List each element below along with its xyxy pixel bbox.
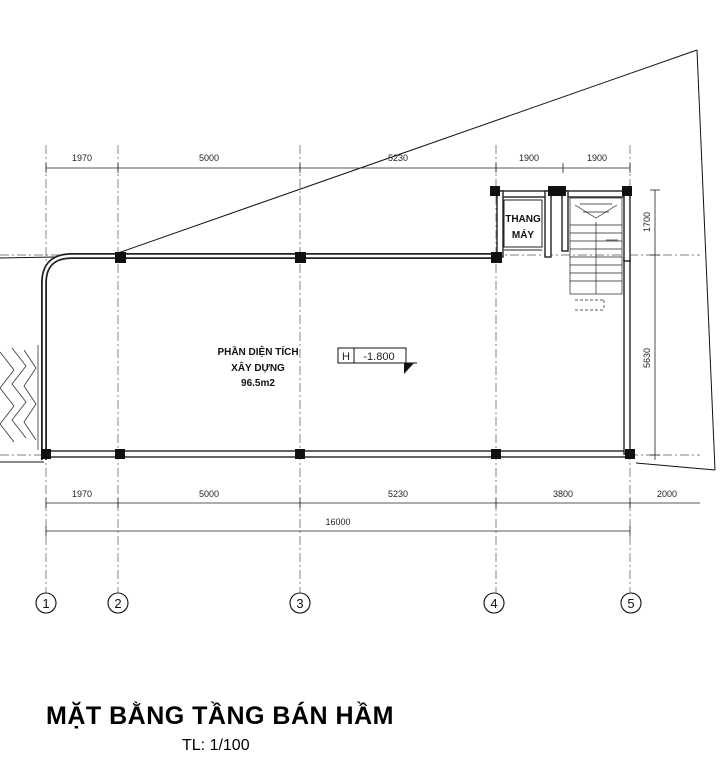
structural-columns — [41, 186, 635, 459]
dimension-chain-bottom — [45, 498, 700, 536]
dim-total: 16000 — [325, 517, 350, 527]
dim-bottom-5: 2000 — [657, 489, 677, 499]
axis-label-1: 1 — [42, 596, 49, 611]
room-label-line1: PHẦN DIỆN TÍCH — [217, 345, 298, 358]
axis-label-5: 5 — [627, 596, 634, 611]
axis-bubbles: 1 2 3 4 5 — [35, 592, 642, 614]
dim-right-1: 1700 — [642, 212, 652, 232]
elevator-shaft: THANG MÁY — [503, 199, 543, 251]
dim-bottom-1: 1970 — [72, 489, 92, 499]
dim-top-4: 1900 — [519, 153, 539, 163]
dimension-labels-bottom: 1970 5000 5230 3800 2000 16000 — [72, 489, 677, 527]
basement-walls — [41, 190, 635, 460]
axis-bubble-1: 1 — [35, 592, 57, 614]
site-boundary — [0, 49, 716, 471]
level-value: -1.800 — [363, 351, 394, 363]
room-label: PHẦN DIỆN TÍCH XÂY DỰNG 96.5m2 — [217, 345, 298, 389]
axis-bubble-5: 5 — [620, 592, 642, 614]
level-marker: H -1.800 — [337, 347, 417, 374]
dim-right-2: 5630 — [642, 348, 652, 368]
floor-plan-drawing: THANG MÁY PHẦN DIỆN TÍCH XÂY DỰNG 96.5m — [0, 49, 716, 614]
dim-bottom-3: 5230 — [388, 489, 408, 499]
axis-bubble-3: 3 — [289, 592, 311, 614]
axis-label-3: 3 — [296, 596, 303, 611]
dimension-chain-top — [45, 163, 631, 173]
title-block: MẶT BẰNG TẦNG BÁN HẦM TL: 1/100 — [46, 702, 394, 755]
dim-top-1: 1970 — [72, 153, 92, 163]
entrance-ramp — [0, 345, 39, 450]
dim-top-3: 5230 — [388, 153, 408, 163]
dim-top-2: 5000 — [199, 153, 219, 163]
elevator-label-line1: THANG — [505, 214, 541, 225]
elevator-label-line2: MÁY — [512, 228, 535, 241]
dimension-labels-right: 1700 5630 — [642, 212, 652, 368]
room-area: 96.5m2 — [241, 378, 275, 389]
dim-bottom-2: 5000 — [199, 489, 219, 499]
axis-label-2: 2 — [114, 596, 121, 611]
drawing-scale: TL: 1/100 — [182, 737, 250, 754]
level-prefix: H — [342, 351, 350, 363]
drawing-title: MẶT BẰNG TẦNG BÁN HẦM — [46, 702, 394, 730]
dim-top-5: 1900 — [587, 153, 607, 163]
axis-bubble-4: 4 — [483, 592, 505, 614]
axis-label-4: 4 — [490, 596, 497, 611]
dimension-labels-top: 1970 5000 5230 1900 1900 — [72, 153, 607, 163]
dim-bottom-4: 3800 — [553, 489, 573, 499]
dimension-chain-right — [650, 189, 660, 460]
staircase — [569, 197, 623, 311]
axis-bubble-2: 2 — [107, 592, 129, 614]
room-label-line2: XÂY DỰNG — [231, 361, 285, 374]
